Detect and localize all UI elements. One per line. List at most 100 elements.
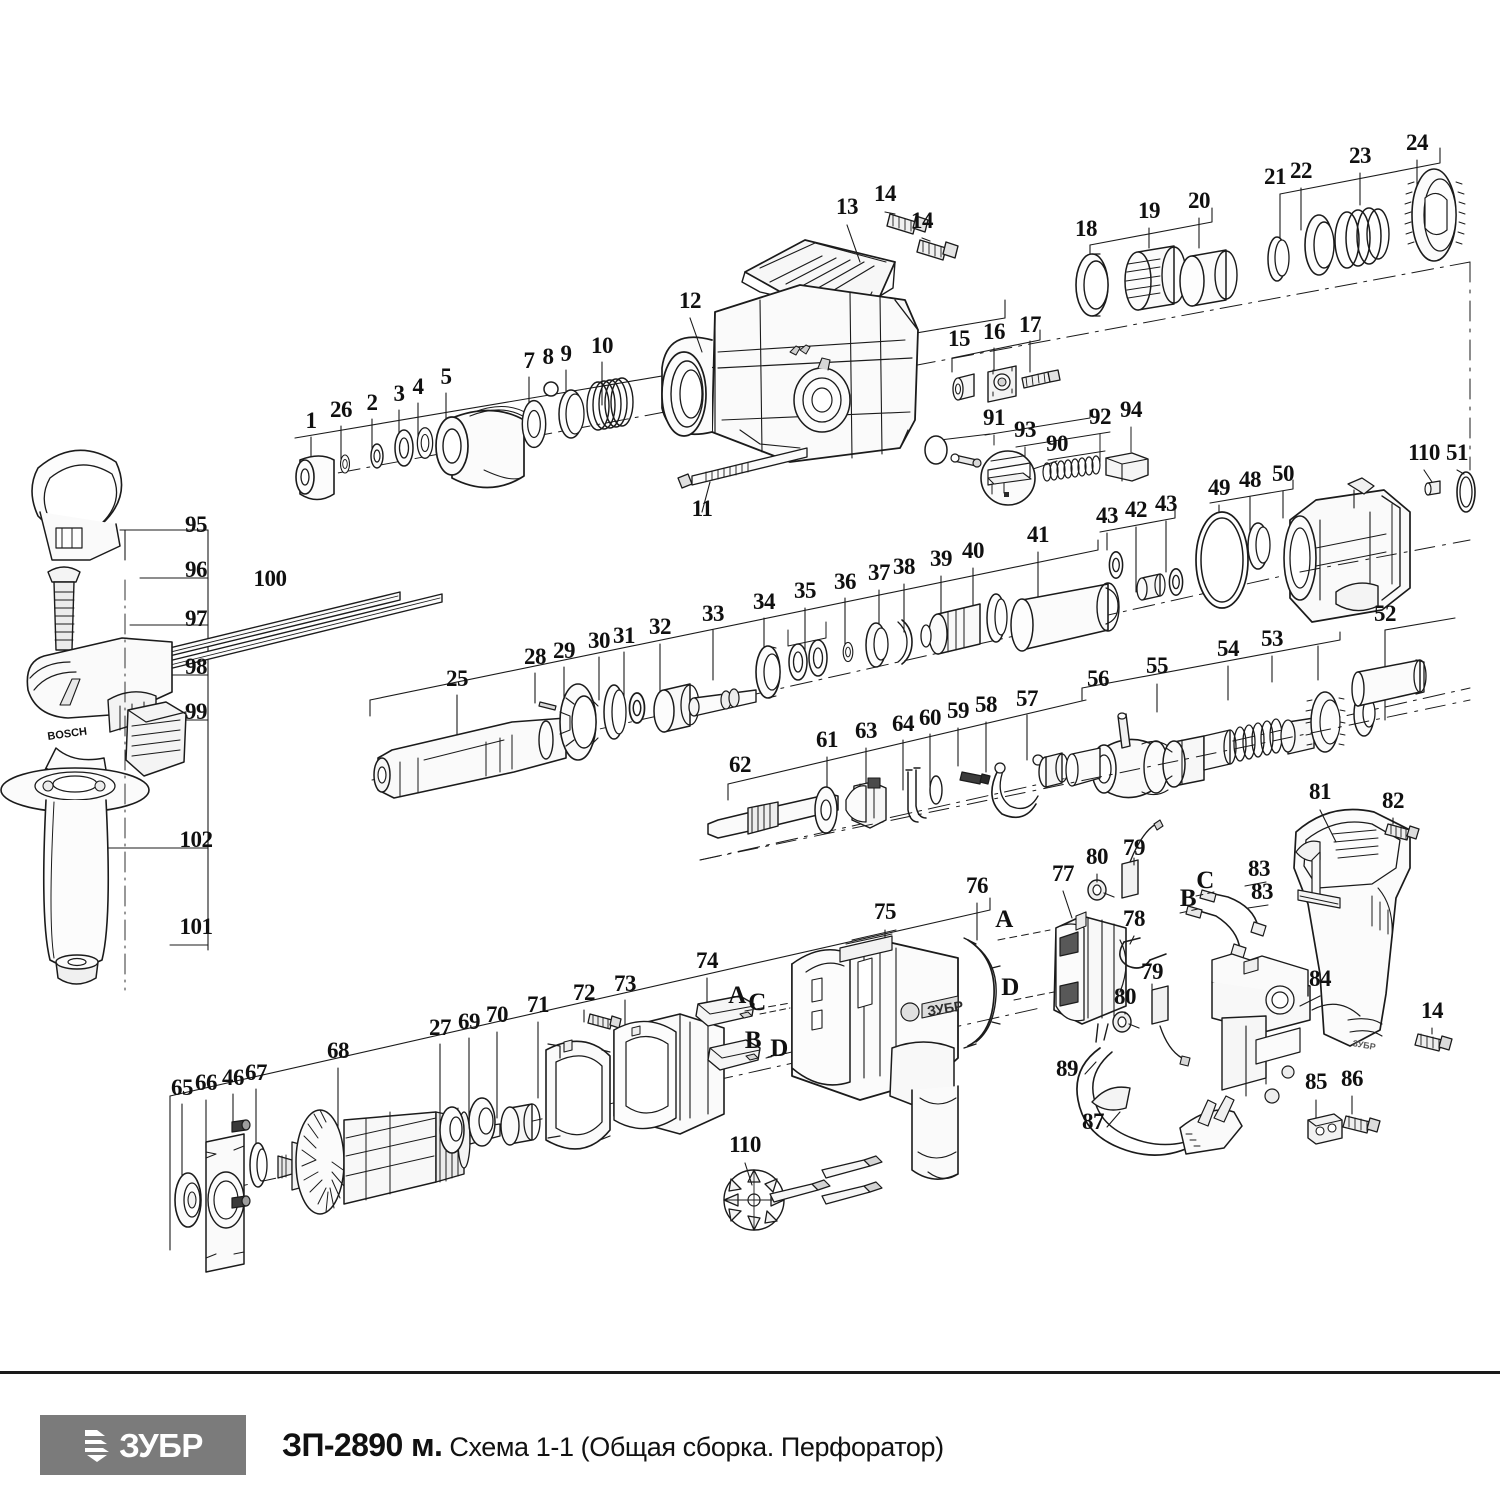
part-69-bearing-draw bbox=[468, 1097, 496, 1147]
callout-83b: 83 bbox=[1251, 879, 1274, 904]
callout-20: 20 bbox=[1188, 188, 1211, 213]
callout-15: 15 bbox=[948, 326, 971, 351]
callout-61: 61 bbox=[816, 727, 839, 752]
part-53-gear bbox=[1280, 691, 1346, 755]
part-82-screw bbox=[1384, 823, 1420, 841]
callout-69a: 69 bbox=[458, 1009, 481, 1034]
part-43-washer-a bbox=[1108, 551, 1124, 579]
callout-77: 77 bbox=[1052, 861, 1075, 886]
part-91-oring bbox=[924, 435, 948, 465]
callout-2: 2 bbox=[366, 390, 379, 415]
part-15-bush bbox=[952, 373, 975, 401]
link-D bbox=[1013, 991, 1055, 1001]
part-57-bush bbox=[1038, 752, 1069, 788]
part-110-detail bbox=[723, 1155, 883, 1231]
callout-34: 34 bbox=[753, 589, 776, 614]
callout-85: 85 bbox=[1305, 1069, 1328, 1094]
part-33-pin-shaft bbox=[688, 688, 757, 717]
link-C2 bbox=[1195, 891, 1215, 897]
svg-text:ЗУБР: ЗУБР bbox=[1352, 1038, 1377, 1052]
callout-97: 97 bbox=[185, 606, 208, 631]
part-24-gear bbox=[1404, 168, 1466, 262]
callout-A-1: A bbox=[995, 906, 1013, 933]
part-90-selector-knob bbox=[980, 450, 1036, 506]
callout-51: 51 bbox=[1446, 440, 1469, 465]
callout-16: 16 bbox=[983, 319, 1006, 344]
callout-86: 86 bbox=[1341, 1066, 1364, 1091]
part-10-spring bbox=[586, 377, 634, 431]
part-57-cyl bbox=[1065, 747, 1101, 787]
callout-3: 3 bbox=[393, 381, 406, 406]
callout-D-1: D bbox=[1001, 974, 1019, 1001]
callout-54: 54 bbox=[1217, 636, 1240, 661]
part-46-screws bbox=[231, 1119, 251, 1209]
group-42-43-leader bbox=[1099, 507, 1176, 593]
callout-32: 32 bbox=[649, 614, 672, 639]
callout-37: 37 bbox=[868, 560, 891, 585]
part-84-switch bbox=[1211, 953, 1311, 1104]
callout-76: 76 bbox=[966, 873, 989, 898]
callout-58: 58 bbox=[975, 692, 998, 717]
part-2-washer bbox=[370, 443, 384, 469]
callout-66: 66 bbox=[195, 1070, 218, 1095]
callout-11: 11 bbox=[691, 496, 713, 521]
part-23-spring-pack bbox=[1334, 207, 1390, 269]
part-38-circlip bbox=[897, 619, 913, 665]
part-34-bearing bbox=[755, 645, 781, 699]
part-1-dust-cap bbox=[295, 455, 335, 501]
callout-12: 12 bbox=[679, 288, 702, 313]
callout-48: 48 bbox=[1239, 467, 1262, 492]
part-9-retainer bbox=[558, 389, 585, 439]
callout-35: 35 bbox=[794, 578, 817, 603]
part-62-pinion-shaft bbox=[707, 793, 839, 839]
callout-89: 89 bbox=[1056, 1056, 1079, 1081]
callout-71: 71 bbox=[527, 992, 550, 1017]
callout-49: 49 bbox=[1208, 475, 1231, 500]
callout-91: 91 bbox=[983, 405, 1006, 430]
part-39-piston-guide bbox=[920, 603, 981, 655]
callout-101: 101 bbox=[179, 914, 214, 939]
part-43-washer-b bbox=[1168, 568, 1184, 596]
part-87-power-cord bbox=[1076, 1023, 1243, 1156]
callout-14a: 14 bbox=[874, 181, 897, 206]
callout-26: 26 bbox=[330, 397, 353, 422]
callout-14c: 14 bbox=[1421, 998, 1444, 1023]
callout-80b: 80 bbox=[1114, 984, 1137, 1009]
callout-94: 94 bbox=[1120, 397, 1143, 422]
part-49-oring bbox=[1195, 511, 1249, 609]
callout-95: 95 bbox=[185, 512, 208, 537]
brand-logo: ЗУБР bbox=[40, 1415, 246, 1475]
part-19-needle-bearing bbox=[1124, 245, 1187, 311]
callout-9: 9 bbox=[560, 341, 573, 366]
callout-78: 78 bbox=[1123, 906, 1146, 931]
callout-110a: 110 bbox=[1408, 440, 1440, 465]
callout-75: 75 bbox=[874, 899, 897, 924]
callout-C-1: C bbox=[748, 989, 766, 1016]
part-37-bearing bbox=[865, 622, 889, 668]
callout-18: 18 bbox=[1075, 216, 1098, 241]
group-row2-leader-frame bbox=[369, 539, 1099, 746]
callout-22: 22 bbox=[1290, 158, 1313, 183]
link-A bbox=[997, 929, 1051, 941]
callout-27: 27 bbox=[429, 1015, 452, 1040]
part-58-fork bbox=[991, 754, 1044, 819]
part-41-cylinder bbox=[1010, 582, 1120, 652]
callout-79b: 79 bbox=[1141, 959, 1164, 984]
part-74-brush-plate-a bbox=[695, 995, 755, 1027]
part-4-ring bbox=[416, 427, 434, 459]
part-55-coupler bbox=[1162, 729, 1237, 788]
callout-87: 87 bbox=[1082, 1109, 1105, 1134]
callout-52: 52 bbox=[1374, 601, 1397, 626]
callout-102: 102 bbox=[179, 827, 214, 852]
callout-46: 46 bbox=[222, 1065, 245, 1090]
callout-25: 25 bbox=[446, 666, 469, 691]
callout-39: 39 bbox=[930, 546, 953, 571]
part-60-circlip bbox=[929, 775, 943, 805]
part-51-oring bbox=[1456, 471, 1476, 513]
part-48-ring bbox=[1247, 522, 1271, 570]
callout-10: 10 bbox=[591, 333, 614, 358]
callout-5: 5 bbox=[440, 364, 453, 389]
callout-C-2: C bbox=[1196, 867, 1214, 894]
callout-17: 17 bbox=[1019, 312, 1042, 337]
